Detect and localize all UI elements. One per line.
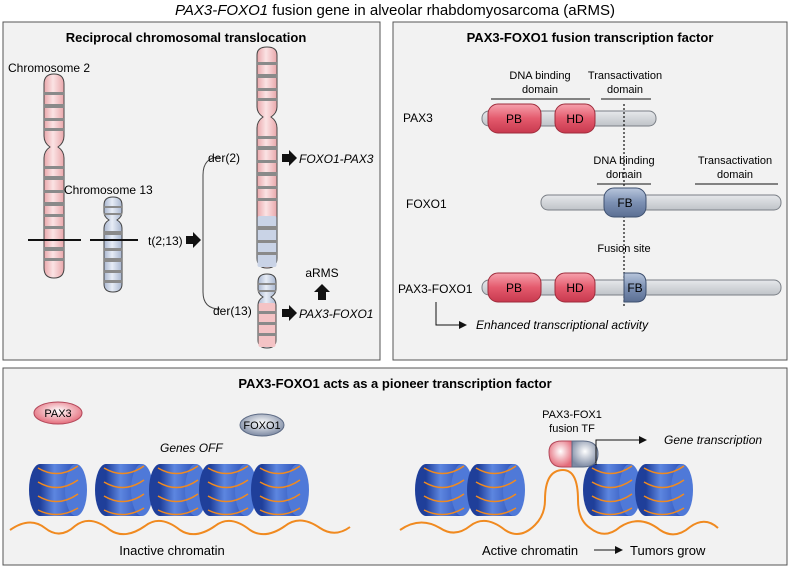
enhanced-label: Enhanced transcriptional activity xyxy=(476,318,649,332)
der13-product: PAX3-FOXO1 xyxy=(299,307,373,321)
fusion-fb-label: FB xyxy=(627,281,642,295)
translocation-label: t(2;13) xyxy=(148,234,183,248)
fusion-site-label: Fusion site xyxy=(597,243,650,255)
chromosome-2 xyxy=(28,73,81,279)
chr2-label: Chromosome 2 xyxy=(8,61,90,75)
pax3-dbd-label-2: domain xyxy=(522,84,558,96)
nucleosome xyxy=(583,464,641,516)
pax3-row-label: PAX3 xyxy=(403,111,433,125)
pax3-tad-label-2: domain xyxy=(607,84,643,96)
gene-transcription-arrow xyxy=(595,436,647,465)
translocation-arrow xyxy=(186,232,201,248)
der2-label: der(2) xyxy=(208,151,240,165)
nucleosome xyxy=(149,464,207,516)
der-bracket xyxy=(202,156,221,310)
panel-b xyxy=(392,21,788,361)
fusion-tf-blob xyxy=(548,440,599,468)
active-dna xyxy=(399,468,719,536)
pax3-tad-label-1: Transactivation xyxy=(588,70,662,82)
pax3-protein-blob xyxy=(33,401,83,425)
foxo1-dbd-label-1: DNA binding xyxy=(593,155,654,167)
nucleosome xyxy=(29,464,87,516)
der13-arrow xyxy=(282,305,297,321)
fusion-fb-domain xyxy=(623,272,647,303)
pax3-dbd-label-1: DNA binding xyxy=(509,70,570,82)
nucleosome xyxy=(199,464,257,516)
der2-chromosome xyxy=(256,46,278,269)
figure-title: PAX3-FOXO1 fusion gene in alveolar rhabd… xyxy=(175,2,615,19)
nucleosome xyxy=(95,464,153,516)
inactive-chromatin-label: Inactive chromatin xyxy=(119,543,225,558)
foxo1-protein-blob xyxy=(239,413,285,437)
panel-b-title: PAX3-FOXO1 fusion transcription factor xyxy=(467,30,714,45)
arms-up-arrow xyxy=(314,284,330,300)
fusion-tf-label-2: fusion TF xyxy=(549,423,595,435)
fusion-hd-domain xyxy=(554,272,596,303)
panel-a xyxy=(2,21,381,361)
der2-arrow xyxy=(282,150,297,166)
nucleosome xyxy=(467,464,525,516)
fusion-pb-domain xyxy=(487,272,542,303)
fusion-hd-label: HD xyxy=(566,281,584,295)
fusion-tf-label-1: PAX3-FOX1 xyxy=(542,409,602,421)
pax3-pb-label: PB xyxy=(506,112,522,126)
arms-label: aRMS xyxy=(305,266,338,280)
fusion-row-label: PAX3-FOXO1 xyxy=(398,282,473,296)
foxo1-row-label: FOXO1 xyxy=(406,197,447,211)
pax3-hd-label: HD xyxy=(566,112,584,126)
pax3-pb-domain xyxy=(487,103,542,134)
pax3-blob-label: PAX3 xyxy=(44,408,71,420)
foxo1-blob-label: FOXO1 xyxy=(243,420,280,432)
fusion-pb-label: PB xyxy=(506,281,522,295)
gene-transcription-label: Gene transcription xyxy=(664,433,762,447)
genes-off-label: Genes OFF xyxy=(160,441,223,455)
pax3-hd-domain xyxy=(554,103,596,134)
der2-product: FOXO1-PAX3 xyxy=(299,152,374,166)
active-chromatin-label: Active chromatin xyxy=(482,543,578,558)
inactive-dna xyxy=(9,519,351,536)
foxo1-tad-label-1: Transactivation xyxy=(698,155,772,167)
nucleosome xyxy=(251,464,309,516)
chromosome-13 xyxy=(90,196,138,293)
enhanced-arrow xyxy=(435,302,467,329)
der13-chromosome xyxy=(257,273,277,349)
foxo1-dbd-label-2: domain xyxy=(606,169,642,181)
inactive-nucleosomes xyxy=(29,464,309,516)
der13-label: der(13) xyxy=(213,304,252,318)
tumors-label: Tumors grow xyxy=(630,543,706,558)
panel-a-title: Reciprocal chromosomal translocation xyxy=(66,30,307,45)
foxo1-bar xyxy=(540,194,782,211)
nucleosome xyxy=(635,464,693,516)
foxo1-fb-label: FB xyxy=(617,196,632,210)
foxo1-tad-label-2: domain xyxy=(717,169,753,181)
active-nucleosomes xyxy=(415,464,693,516)
chr13-label: Chromosome 13 xyxy=(64,183,153,197)
nucleosome xyxy=(415,464,473,516)
foxo1-fb-domain xyxy=(603,187,647,218)
panel-c-title: PAX3-FOXO1 acts as a pioneer transcripti… xyxy=(238,376,551,391)
